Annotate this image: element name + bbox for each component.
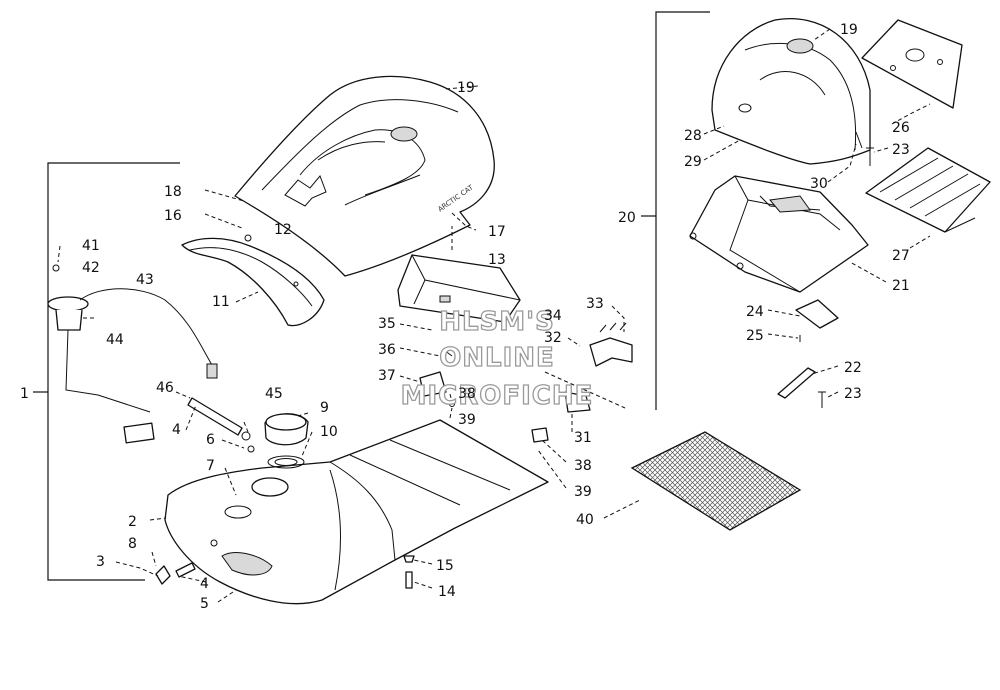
bolt-part xyxy=(403,555,415,589)
fuel-hose-part xyxy=(155,397,255,585)
callout-24: 24 xyxy=(746,304,764,320)
callout-8: 8 xyxy=(128,536,137,552)
callout-14: 14 xyxy=(438,584,456,600)
assembly-bracket-1 xyxy=(33,162,180,581)
fuel-tank-part xyxy=(164,419,549,605)
latch-strip-part xyxy=(777,131,874,408)
callout-31: 31 xyxy=(574,430,592,446)
fuel-pump-part xyxy=(47,264,218,444)
callout-21: 21 xyxy=(892,278,910,294)
callout-2: 2 xyxy=(128,514,137,530)
mount-bracket-part xyxy=(419,322,633,443)
callout-19: 19 xyxy=(457,80,475,96)
callout-29: 29 xyxy=(684,154,702,170)
callout-41: 41 xyxy=(82,238,100,254)
callout-9: 9 xyxy=(320,400,329,416)
callout-30: 30 xyxy=(810,176,828,192)
callout-39-right: 39 xyxy=(574,484,592,500)
callout-15: 15 xyxy=(436,558,454,574)
callout-37: 37 xyxy=(378,368,396,384)
callout-44: 44 xyxy=(106,332,124,348)
callout-18: 18 xyxy=(164,184,182,200)
underseat-plate-part xyxy=(439,419,549,483)
callout-3: 3 xyxy=(96,554,105,570)
callout-36: 36 xyxy=(378,342,396,358)
callout-17: 17 xyxy=(488,224,506,240)
callout-1: 1 xyxy=(20,386,29,402)
callout-28: 28 xyxy=(684,128,702,144)
watermark-line-3: MICROFICHE xyxy=(401,381,594,411)
callout-35: 35 xyxy=(378,316,396,332)
back-plate-part xyxy=(861,19,963,109)
callout-10: 10 xyxy=(320,424,338,440)
callout-46: 46 xyxy=(156,380,174,396)
callout-19-right: 19 xyxy=(840,22,858,38)
callout-32: 32 xyxy=(544,330,562,346)
callout-26: 26 xyxy=(892,120,910,136)
watermark: HLSM'S ONLINE MICROFICHE xyxy=(400,306,594,411)
callout-12: 12 xyxy=(274,222,292,238)
storage-bin-part xyxy=(689,175,869,293)
storage-box-part xyxy=(397,254,521,323)
callout-27: 27 xyxy=(892,248,910,264)
callout-5: 5 xyxy=(200,596,209,612)
callout-23-bottom: 23 xyxy=(844,386,862,402)
tail-cover-part xyxy=(181,234,325,327)
callout-6: 6 xyxy=(206,432,215,448)
grille-tray-part xyxy=(865,147,991,233)
callout-42: 42 xyxy=(82,260,100,276)
callout-43: 43 xyxy=(136,272,154,288)
callout-38-right: 38 xyxy=(574,458,592,474)
callout-labels: 19 18 16 12 17 13 11 41 42 43 44 1 46 45… xyxy=(20,22,910,612)
callout-13: 13 xyxy=(488,252,506,268)
callout-25: 25 xyxy=(746,328,764,344)
fuel-cap-part xyxy=(264,413,309,469)
leader-lines xyxy=(57,28,931,603)
watermark-line-2: ONLINE xyxy=(439,343,555,373)
callout-23-top: 23 xyxy=(892,142,910,158)
watermark-line-1: HLSM'S xyxy=(439,307,555,337)
mesh-pad-part xyxy=(630,431,802,531)
assembly-bracket-20 xyxy=(641,11,710,410)
callout-20: 20 xyxy=(618,210,636,226)
seat-part: ARCTIC CAT xyxy=(234,75,495,277)
rear-cover-part xyxy=(711,18,871,165)
bin-bracket-part xyxy=(795,299,839,342)
callout-22: 22 xyxy=(844,360,862,376)
callout-38-left: 38 xyxy=(458,386,476,402)
callout-40: 40 xyxy=(576,512,594,528)
callout-7: 7 xyxy=(206,458,215,474)
callout-39-left: 39 xyxy=(458,412,476,428)
callout-4-hose: 4 xyxy=(172,422,181,438)
callout-33: 33 xyxy=(586,296,604,312)
callout-11: 11 xyxy=(212,294,230,310)
callout-45: 45 xyxy=(265,386,283,402)
callout-34: 34 xyxy=(544,308,562,324)
callout-4-pin: 4 xyxy=(200,576,209,592)
callout-16: 16 xyxy=(164,208,182,224)
